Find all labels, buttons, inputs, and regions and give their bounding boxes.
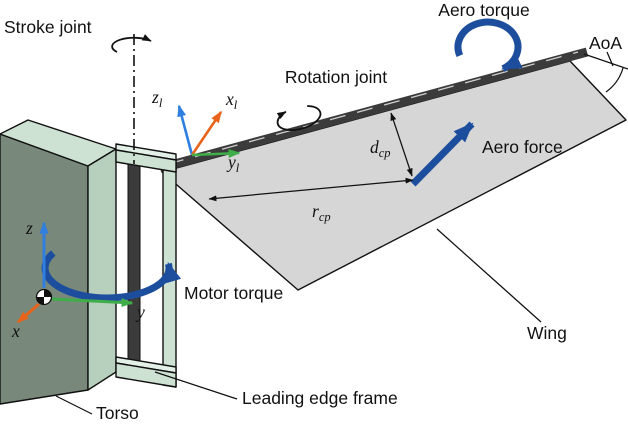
rcp-label: rcp (312, 201, 331, 224)
body-frame (16, 221, 134, 324)
xl-axis-label: xl (225, 89, 238, 112)
dcp-label: dcp (370, 137, 391, 160)
wing-leader-line (436, 228, 542, 323)
aero-force-label: Aero force (482, 137, 563, 157)
aoa-reference-line (583, 53, 628, 70)
torso-body (0, 119, 117, 405)
origin-marker (35, 288, 53, 306)
frame-bottom-rail-front (115, 362, 177, 388)
x-axis-label: x (11, 321, 20, 341)
aoa-label: AoA (589, 33, 622, 53)
rotation-joint-arrow (276, 105, 322, 131)
aoa-group (583, 51, 628, 93)
frame-rod (127, 157, 141, 379)
leading-edge-bar (158, 47, 589, 173)
yl-axis-label: yl (226, 152, 240, 175)
stroke-joint-rotation-arrow (111, 34, 152, 53)
torso-side-face (87, 148, 117, 391)
wing-label: Wing (527, 323, 567, 343)
torso-label: Torso (96, 403, 139, 423)
aero-torque-label: Aero torque (438, 0, 529, 20)
yl-axis-arrow (191, 148, 241, 158)
stroke-joint-label: Stroke joint (4, 17, 92, 37)
leading-edge-frame-leader-line (154, 371, 238, 400)
local-frame (177, 104, 241, 158)
z-axis-label: z (25, 218, 33, 238)
x-axis-arrow (16, 302, 40, 324)
dcp-measure-arrow (390, 112, 413, 177)
aoa-arc (605, 67, 624, 93)
leading-edge-bar-highlight (167, 51, 579, 165)
motor-torque-label: Motor torque (184, 283, 283, 303)
zl-axis-arrow (177, 104, 194, 156)
aero-force-arrow (410, 121, 475, 187)
rcp-measure-arrow (208, 177, 414, 202)
aero-torque-arrow (454, 18, 523, 72)
y-axis-arrow (51, 297, 134, 307)
torso-leader-line (55, 395, 93, 415)
xl-axis-arrow (190, 110, 223, 156)
frame-top-rail-front (115, 149, 177, 173)
leading-edge-frame-label: Leading edge frame (242, 388, 398, 408)
y-axis-label: y (135, 302, 145, 322)
aoa-leader-line (606, 51, 614, 67)
rotation-joint-label: Rotation joint (285, 67, 387, 87)
zl-axis-label: zl (151, 87, 163, 110)
